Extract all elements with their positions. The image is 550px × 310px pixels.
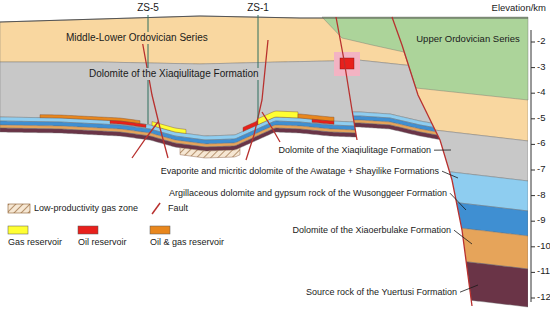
leader-line bbox=[454, 230, 472, 244]
axis-tick bbox=[531, 195, 535, 196]
axis-tick bbox=[531, 170, 535, 171]
fault-line bbox=[262, 112, 280, 142]
axis-tick-label: -3 bbox=[536, 62, 546, 73]
formation-label: Dolomite of the Xiaqiulitage Formation bbox=[277, 145, 432, 155]
axis-tick-label: -7 bbox=[536, 164, 546, 175]
axis-tick bbox=[531, 246, 535, 247]
fault-line bbox=[132, 122, 158, 158]
fault-zone bbox=[334, 52, 360, 76]
formation-label: Dolomite of the Xiaqiulitage Formation bbox=[88, 68, 260, 80]
axis-tick-label: -11 bbox=[536, 266, 550, 277]
strata-band bbox=[390, 253, 528, 307]
axis-tick-label: -12 bbox=[536, 292, 550, 303]
axis-tick bbox=[531, 118, 535, 119]
legend-label: Oil & gas reservoir bbox=[150, 237, 224, 247]
upper-ordovician bbox=[322, 17, 528, 100]
legend-swatch bbox=[78, 226, 98, 234]
oil-reservoir bbox=[312, 119, 334, 124]
formation-label: Evaporite and micritic dolomite of the A… bbox=[160, 166, 440, 176]
axis-tick-label: -10 bbox=[536, 241, 550, 252]
ground-surface bbox=[0, 16, 528, 22]
leader-line bbox=[460, 285, 478, 292]
fault-swatch bbox=[152, 203, 160, 214]
axis-tick-label: -6 bbox=[536, 138, 546, 149]
legend bbox=[8, 203, 170, 234]
low-productivity-zone bbox=[180, 148, 240, 158]
strata-band bbox=[0, 16, 380, 64]
axis-tick-label: -9 bbox=[536, 215, 546, 226]
legend-label: Gas reservoir bbox=[8, 237, 62, 247]
ground-line bbox=[0, 16, 528, 22]
legend-label: Oil reservoir bbox=[78, 237, 127, 247]
axis-tick bbox=[531, 42, 535, 43]
legend-label: Fault bbox=[168, 203, 188, 213]
axis-tick-label: -2 bbox=[536, 36, 546, 47]
formation-label: Source rock of the Yuertusi Formation bbox=[305, 287, 458, 297]
axis-tick bbox=[531, 272, 535, 273]
formation-label: Argillaceous dolomite and gypsum rock of… bbox=[168, 188, 448, 198]
gas-reservoir bbox=[258, 111, 298, 125]
oil-reservoir bbox=[340, 58, 354, 69]
axis-tick-label: -5 bbox=[536, 113, 546, 124]
fault-line bbox=[392, 17, 472, 306]
axis-tick bbox=[531, 67, 535, 68]
legend-label: Low-productivity gas zone bbox=[34, 203, 138, 213]
reservoirs bbox=[40, 52, 360, 158]
fault-line bbox=[246, 40, 268, 160]
axis-tick bbox=[531, 221, 535, 222]
axis-tick-label: -4 bbox=[536, 87, 546, 98]
formation-label: Middle-Lower Ordovician Series bbox=[65, 32, 209, 44]
leaders bbox=[434, 150, 478, 292]
fault-line bbox=[336, 17, 357, 140]
fault-line bbox=[142, 40, 168, 158]
well-name: ZS-1 bbox=[246, 2, 270, 14]
well-line bbox=[258, 15, 259, 118]
faults bbox=[132, 17, 472, 306]
axis-tick bbox=[531, 298, 535, 299]
axis-tick bbox=[531, 144, 535, 145]
elevation-axis bbox=[531, 30, 535, 302]
legend-swatch bbox=[150, 226, 170, 234]
leader-line bbox=[434, 150, 451, 151]
formation-label: Upper Ordovician Series bbox=[415, 34, 521, 45]
axis-title: Elevation/km bbox=[491, 3, 547, 14]
axis-tick-label: -8 bbox=[536, 190, 546, 201]
hatch-swatch bbox=[8, 204, 30, 213]
formation-label: Dolomite of the Xiaoerbulake Formation bbox=[291, 225, 452, 235]
strata bbox=[0, 16, 528, 307]
legend-swatch bbox=[8, 226, 28, 234]
axis-line bbox=[531, 30, 532, 302]
oil-reservoir bbox=[110, 121, 146, 128]
leader-line bbox=[450, 193, 466, 210]
fault-block bbox=[0, 16, 380, 151]
strata-band bbox=[322, 17, 528, 100]
leader-line bbox=[442, 171, 458, 178]
strata-band bbox=[0, 125, 380, 147]
axis-tick bbox=[531, 93, 535, 94]
well-name: ZS-5 bbox=[136, 2, 160, 14]
